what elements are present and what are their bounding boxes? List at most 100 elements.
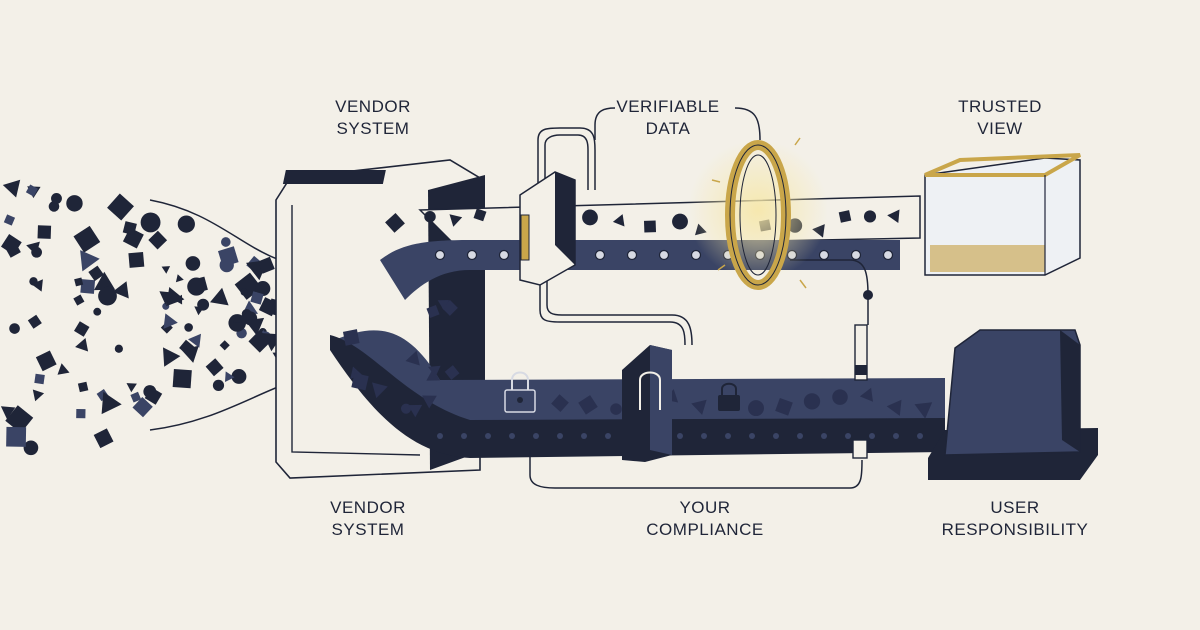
data-fragment [231,369,247,384]
verification-ring [688,137,828,290]
data-fragment [181,345,199,363]
data-fragment [422,395,437,409]
belt-rivet [797,433,803,439]
belt-rivet [869,433,875,439]
belt-rivet [626,249,638,261]
data-fragment [426,304,440,319]
data-fragment [245,317,265,336]
lock-icon [718,382,740,411]
data-fragment [444,365,460,380]
data-fragment [94,271,116,291]
data-fragment [832,389,848,405]
belt-rivet [437,433,443,439]
belt-rivet [594,249,606,261]
belt-post [852,324,868,459]
belt-rivet [882,249,894,261]
data-fragment [400,403,412,414]
data-fragment [107,193,134,221]
data-fragment [212,379,225,391]
data-fragment [73,225,101,253]
data-fragment [426,368,440,381]
data-fragment [188,333,201,348]
data-fragment [32,389,45,402]
data-fragment [114,344,123,353]
data-fragment [219,340,230,351]
belt-rivet [845,433,851,439]
label-line: RESPONSIBILITY [941,520,1089,539]
data-fragment [34,373,45,385]
connector-node [863,290,873,300]
belt-rivet [581,433,587,439]
data-fragment [101,391,122,415]
user-responsibility-block [928,329,1098,480]
data-fragment [175,274,184,283]
belt-rivet [701,433,707,439]
belt-rivet [690,249,702,261]
data-fragment [643,220,657,233]
data-fragment [73,294,85,306]
data-fragment [405,350,420,366]
belt-rivet [498,249,510,261]
trusted-view-box [924,153,1081,276]
data-fragment [185,256,201,271]
data-fragment [80,279,96,294]
data-fragment [351,373,369,391]
label-line: SYSTEM [331,520,405,539]
data-fragment [9,323,20,334]
data-fragment [66,195,83,212]
data-fragment [3,214,16,226]
label-line: VENDOR [335,97,411,116]
data-fragment [437,300,450,310]
belt-rivet [605,433,611,439]
data-fragment [205,358,224,377]
belt-rivet [466,249,478,261]
data-fragment [35,350,57,372]
lock-icon [504,371,536,413]
data-fragment [187,277,206,296]
data-fragment [449,214,463,227]
data-fragment [803,393,821,410]
data-fragment [775,397,793,416]
belt-rivet [818,249,830,261]
trusted-view-label: TRUSTED VIEW [945,96,1055,140]
data-fragment [0,234,22,255]
data-fragment [161,266,171,274]
belt-rivet [677,433,683,439]
verifiable-data-label: VERIFIABLE DATA [608,96,728,140]
data-fragment [163,313,178,329]
data-fragment [473,208,487,222]
label-line: VIEW [977,119,1023,138]
belt-rivet [557,433,563,439]
compliance-gate [622,345,672,462]
data-fragment [23,440,39,456]
data-fragment [250,291,264,305]
data-fragment [210,287,229,306]
data-fragment [5,405,34,434]
data-fragment [132,396,153,418]
data-fragment [217,246,239,267]
data-fragment [27,314,42,329]
data-fragment [914,402,933,419]
data-fragment [408,404,423,418]
data-fragment [863,210,877,223]
your-compliance-label: YOUR COMPLIANCE [630,497,780,541]
label-line: VENDOR [330,498,406,517]
data-fragment [859,387,873,402]
label-line: SYSTEM [336,119,410,138]
data-fragment [748,400,764,417]
data-fragment [98,286,117,306]
data-fragment [51,193,62,204]
data-fragment [128,251,145,268]
data-fragment [57,363,70,375]
belt-rivet [461,433,467,439]
data-fragment [6,426,27,447]
label-line: DATA [645,119,691,138]
data-fragment [228,314,247,332]
belt-rivet [850,249,862,261]
belt-rivet [749,433,755,439]
data-fragment [887,209,900,223]
data-fragment [31,279,43,292]
data-fragment [197,298,210,311]
verification-clamp [519,171,576,286]
